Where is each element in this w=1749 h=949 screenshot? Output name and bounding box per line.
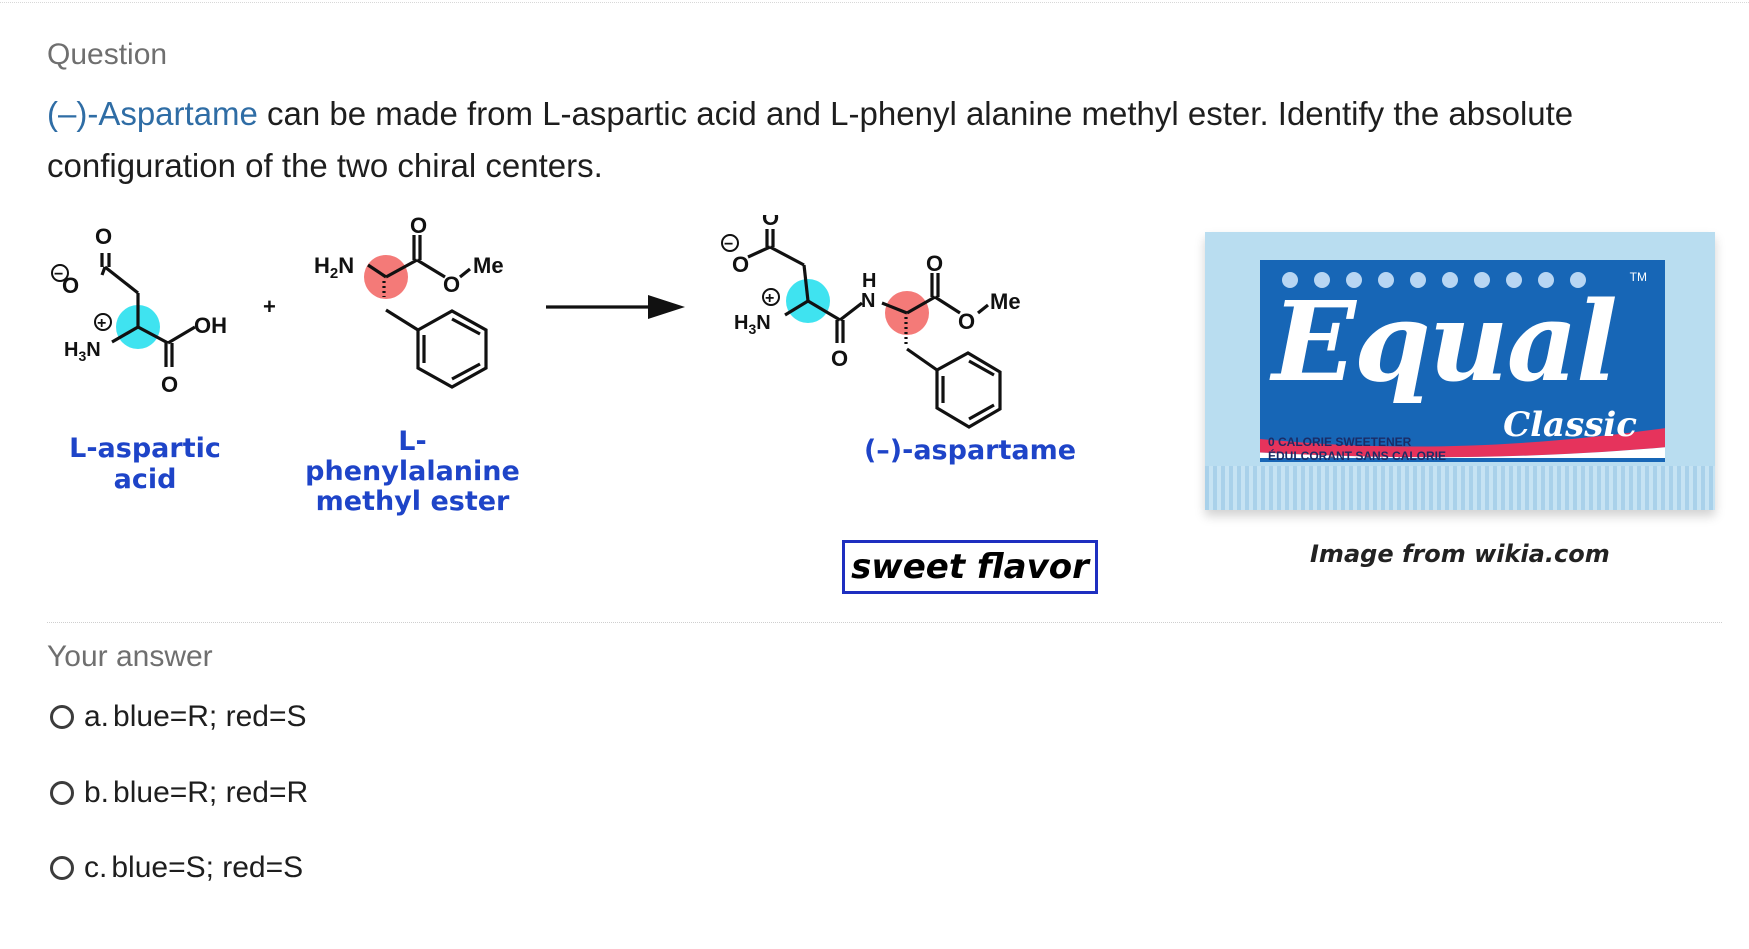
radio-c[interactable] xyxy=(50,856,74,880)
question-body: can be made from L-aspartic acid and L-p… xyxy=(47,95,1574,184)
atom-labels: O O − H3N + OH O + H2N O O Me xyxy=(51,215,504,397)
radio-b[interactable] xyxy=(50,781,74,805)
atom-o: O xyxy=(926,251,943,276)
atom-o: O xyxy=(958,309,975,334)
image-caption: Image from wikia.com xyxy=(1310,540,1610,568)
question-label: Question xyxy=(47,38,168,71)
atom-h2n: H2N xyxy=(314,253,354,282)
charge-plus: + xyxy=(97,315,106,332)
top-divider xyxy=(0,2,1749,3)
atom-me: Me xyxy=(990,289,1021,314)
bonds xyxy=(100,229,1002,429)
option-a[interactable]: a. blue=R; red=S xyxy=(50,697,307,737)
plus-sign: + xyxy=(263,294,276,319)
option-b-text: blue=R; red=R xyxy=(113,776,309,809)
packet-stripe xyxy=(1205,466,1715,510)
atom-o: O xyxy=(62,273,79,298)
answer-label: Your answer xyxy=(47,640,213,673)
sweet-flavor-box: sweet flavor xyxy=(842,540,1098,594)
option-c-letter: c. xyxy=(84,851,108,884)
atom-o: O xyxy=(831,346,848,371)
atom-o: O xyxy=(410,215,427,238)
atom-o: O xyxy=(443,272,460,297)
atom-o: O xyxy=(762,215,779,230)
question-text: (–)-Aspartame can be made from L-asparti… xyxy=(47,88,1707,192)
trademark-mark: TM xyxy=(1629,270,1647,284)
atom-h3n: H3N xyxy=(64,339,101,364)
reaction-scheme-svg: O O − H3N + OH O + H2N O O Me xyxy=(51,215,1021,429)
atom-o: O xyxy=(95,224,112,249)
mid-divider xyxy=(47,622,1722,623)
option-a-letter: a. xyxy=(84,700,110,733)
option-a-text: blue=R; red=S xyxy=(113,700,307,733)
atom-h: H xyxy=(862,270,876,292)
reaction-arrowhead xyxy=(648,295,685,319)
label-aspartame: (–)-aspartame xyxy=(863,435,1077,466)
label-phe-line2: methyl ester xyxy=(315,486,510,517)
atom-oh: OH xyxy=(194,313,227,338)
aspartame-link[interactable]: (–)-Aspartame xyxy=(47,95,258,132)
charge-minus: − xyxy=(54,266,63,283)
packet-wave xyxy=(1260,428,1665,458)
charge-minus: − xyxy=(724,236,733,253)
equal-packet-image: TM Equal Classic 0 CALORIE SWEETENER ÉDU… xyxy=(1205,232,1715,510)
radio-a[interactable] xyxy=(50,705,74,729)
aspartame-atom-labels: O O − + H3N O H N O O Me xyxy=(721,215,1021,371)
label-aspartic-acid: L-aspartic acid xyxy=(69,433,221,495)
option-c-text: blue=S; red=S xyxy=(111,851,304,884)
reaction-figure: O O − H3N + OH O + H2N O O Me xyxy=(40,215,1180,615)
fine-print-2: ÉDULCORANT SANS CALORIE xyxy=(1268,449,1447,462)
atom-h3n: H3N xyxy=(734,312,771,337)
charge-plus: + xyxy=(765,290,774,307)
packet-fine-print: 0 CALORIE SWEETENER ÉDULCORANT SANS CALO… xyxy=(1268,435,1446,462)
packet-label: TM Equal Classic 0 CALORIE SWEETENER ÉDU… xyxy=(1260,260,1665,462)
brand-sub: Classic xyxy=(1503,405,1637,445)
label-phe-line1: L-phenylalanine xyxy=(305,426,520,487)
packet-dots xyxy=(1282,272,1602,293)
label-phe-methyl-ester: L-phenylalanine methyl ester xyxy=(305,427,520,517)
atom-n: N xyxy=(861,290,875,312)
option-b-letter: b. xyxy=(84,776,110,809)
option-c[interactable]: c. blue=S; red=S xyxy=(50,848,303,888)
atom-o: O xyxy=(732,252,749,277)
option-b[interactable]: b. blue=R; red=R xyxy=(50,773,308,813)
atom-me: Me xyxy=(473,253,504,278)
atom-o: O xyxy=(161,372,178,397)
fine-print-1: 0 CALORIE SWEETENER xyxy=(1268,435,1412,449)
brand-name: Equal xyxy=(1272,277,1618,406)
